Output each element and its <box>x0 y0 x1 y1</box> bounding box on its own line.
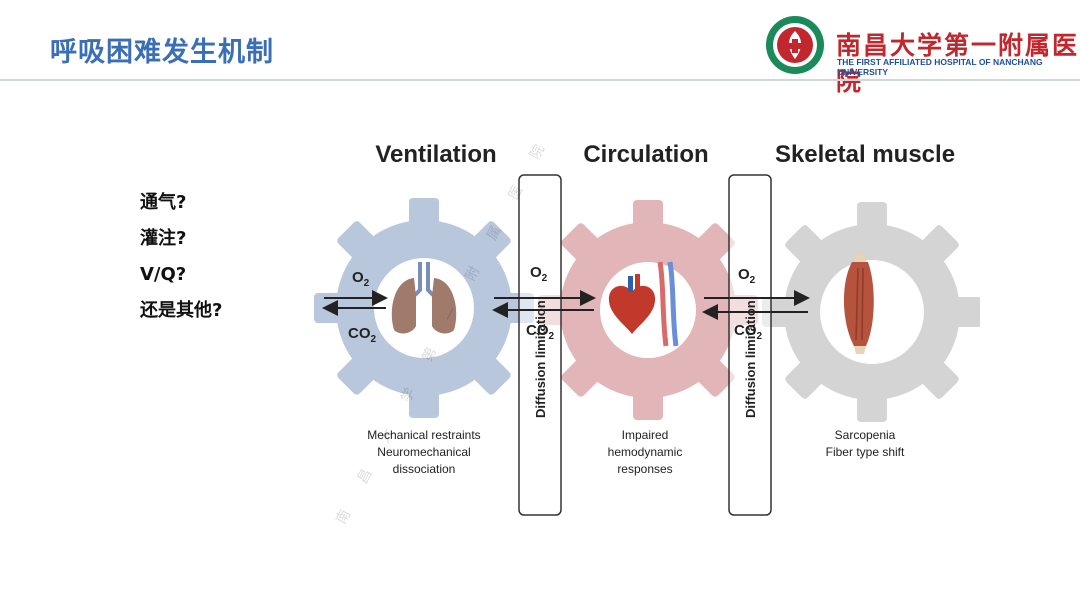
hospital-name-en: THE FIRST AFFILIATED HOSPITAL OF NANCHAN… <box>837 57 1043 77</box>
diffusion-barrier-right: Diffusion limitation <box>728 174 772 516</box>
question-item: 通气? <box>140 192 187 213</box>
diffusion-limitation-label: Diffusion limitation <box>743 300 758 418</box>
hospital-logo-icon <box>766 16 824 74</box>
circulation-title: Circulation <box>583 141 708 168</box>
heart-icon <box>608 274 656 334</box>
blood-vessel-icon <box>657 261 679 347</box>
question-list: 通气? 灌注? V/Q? 还是其他? <box>140 188 222 332</box>
slide-title: 呼吸困难发生机制 <box>50 37 274 68</box>
ventilation-title: Ventilation <box>375 141 496 168</box>
slide-header: 呼吸困难发生机制 南昌大学第一附属医院 THE FIRST AFFILIATED… <box>0 0 1080 96</box>
o2-label: O2 <box>530 264 548 284</box>
o2-label: O2 <box>738 266 756 286</box>
lungs-icon <box>391 262 457 334</box>
skeletal-muscle-title: Skeletal muscle <box>775 141 955 168</box>
co2-label: CO2 <box>348 325 377 345</box>
muscle-icon <box>843 254 874 354</box>
ventilation-caption-line: Mechanical restraints <box>367 428 480 442</box>
co2-label: CO2 <box>734 322 763 342</box>
co2-label: CO2 <box>526 322 555 342</box>
circulation-caption-line: responses <box>617 462 672 476</box>
diffusion-limitation-label: Diffusion limitation <box>533 300 548 418</box>
circulation-caption-line: hemodynamic <box>608 445 683 459</box>
circulation-caption-line: Impaired <box>622 428 669 442</box>
diffusion-barrier-left: Diffusion limitation <box>518 174 562 516</box>
ventilation-caption-line: Neuromechanical <box>377 445 470 459</box>
hospital-name-cn: 南昌大学第一附属医院 <box>836 31 1080 96</box>
skeletal-muscle-caption-line: Sarcopenia <box>835 428 896 442</box>
skeletal-muscle-caption-line: Fiber type shift <box>826 445 905 459</box>
question-item: V/Q? <box>140 264 187 285</box>
oxygen-pathway-diagram: Ventilation Mechanical restraints Neurom… <box>314 120 980 526</box>
o2-label: O2 <box>352 269 370 289</box>
ventilation-caption-line: dissociation <box>393 462 456 476</box>
question-item: 还是其他? <box>140 300 223 321</box>
header-divider <box>0 79 1080 81</box>
question-item: 灌注? <box>140 228 187 249</box>
